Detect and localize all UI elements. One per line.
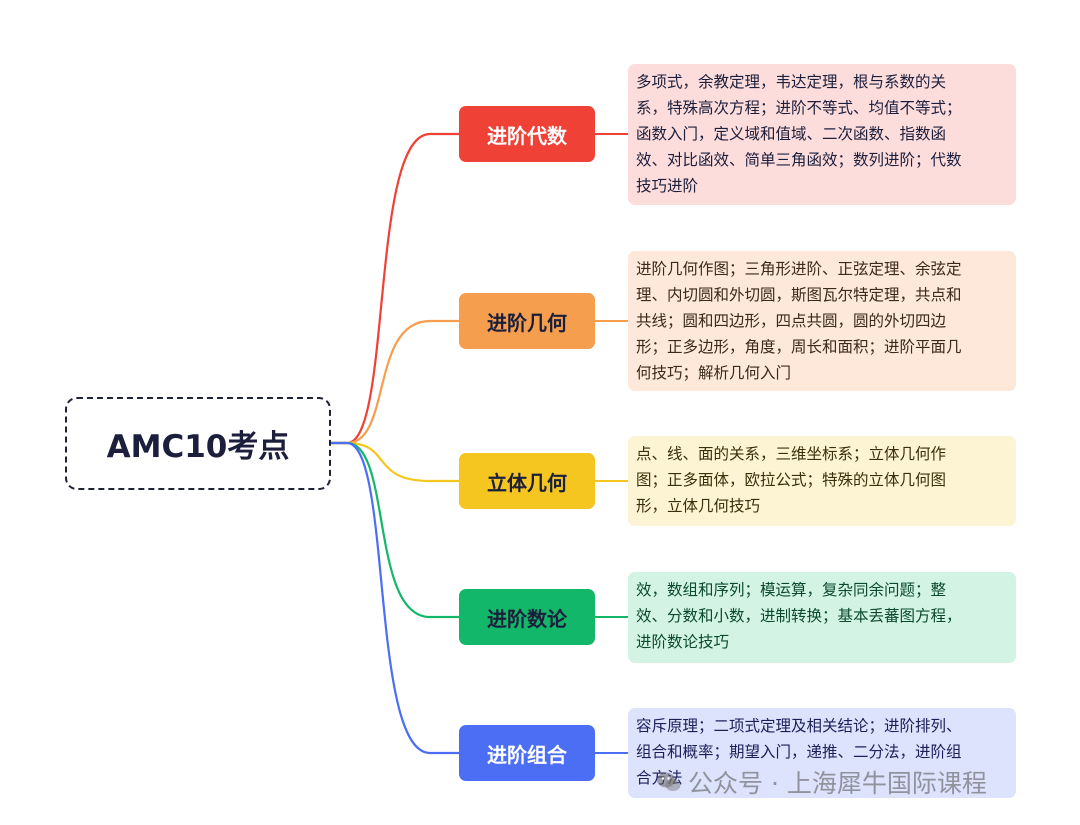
branch-label-combinatorics: 进阶组合	[487, 742, 567, 767]
branch-node-solid-geometry: 立体几何	[459, 453, 595, 509]
connector-solid-geometry	[331, 441, 459, 483]
leaf-box-solid-geometry: 点、线、面的关系，三维坐标系；立体几何作 图；正多面体，欧拉公式；特殊的立体几何…	[628, 436, 1016, 526]
connector-algebra	[331, 132, 459, 445]
root-node: AMC10考点	[65, 397, 331, 490]
watermark-text: 公众号 · 上海犀牛国际课程	[688, 769, 987, 798]
leaf-box-number-theory: 效，数组和序列；模运算，复杂同余问题；整 效、分数和小数，进制转换；基本丢蕃图方…	[628, 572, 1016, 663]
branch-label-algebra: 进阶代数	[487, 123, 567, 148]
leaf-box-geometry: 进阶几何作图；三角形进阶、正弦定理、余弦定 理、内切圆和外切圆，斯图瓦尔特定理，…	[628, 251, 1016, 391]
branch-node-combinatorics: 进阶组合	[459, 725, 595, 781]
leaf-box-algebra: 多项式，余教定理，韦达定理，根与系数的关 系，特殊高次方程；进阶不等式、均值不等…	[628, 64, 1016, 205]
branch-node-geometry: 进阶几何	[459, 293, 595, 349]
connector-number-theory	[331, 441, 459, 619]
connector-geometry	[331, 319, 459, 445]
wechat-icon	[657, 772, 681, 791]
connector-combinatorics	[331, 441, 459, 755]
branch-label-solid-geometry: 立体几何	[487, 470, 567, 495]
watermark: 公众号 · 上海犀牛国际课程	[656, 764, 987, 800]
branch-label-number-theory: 进阶数论	[487, 606, 567, 631]
root-label: AMC10考点	[106, 429, 290, 465]
branch-label-geometry: 进阶几何	[487, 310, 567, 335]
branch-node-number-theory: 进阶数论	[459, 589, 595, 645]
branch-node-algebra: 进阶代数	[459, 106, 595, 162]
leaf-box-combinatorics: 容斥原理；二项式定理及相关结论；进阶排列、 组合和概率；期望入门，递推、二分法，…	[628, 708, 1016, 798]
